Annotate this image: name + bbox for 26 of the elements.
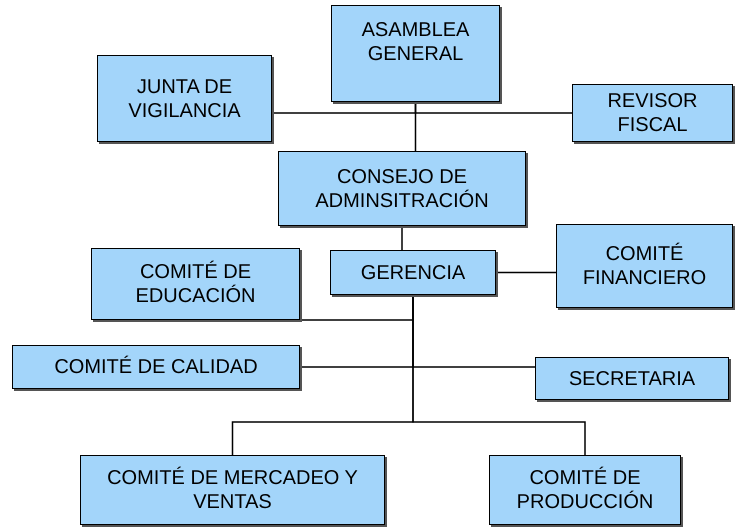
org-box (572, 84, 733, 142)
box-label: SECRETARIA (568, 366, 696, 390)
org-box (80, 455, 385, 525)
box-label: REVISOR FISCAL (606, 89, 699, 137)
connector-line (401, 226, 403, 250)
org-box (535, 357, 729, 400)
box-label: COMITÉ FINANCIERO (582, 242, 708, 290)
box-label: COMITÉ DE CALIDAD (54, 355, 258, 379)
org-box (489, 455, 681, 525)
org-box (278, 151, 526, 226)
box-label: JUNTA DE VIGILANCIA (127, 74, 242, 122)
box-label: COMITÉ DE PRODUCCIÓN (516, 466, 654, 514)
box-label: COMITÉ DE MERCADEO Y VENTAS (106, 466, 359, 514)
connector-line (412, 295, 586, 455)
org-box (91, 248, 300, 320)
org-box (97, 55, 272, 142)
box-label: COMITÉ DE EDUCACIÓN (134, 260, 256, 308)
box-label: CONSEJO DE ADMINSITRACIÓN (314, 164, 490, 212)
org-box (556, 224, 733, 308)
org-box (331, 5, 500, 102)
box-label: GERENCIA (360, 260, 466, 284)
connector-line (496, 272, 556, 274)
org-box (12, 345, 300, 389)
connector-line (414, 102, 572, 114)
org-box (330, 250, 496, 295)
box-label: ASAMBLEA GENERAL (360, 18, 470, 66)
